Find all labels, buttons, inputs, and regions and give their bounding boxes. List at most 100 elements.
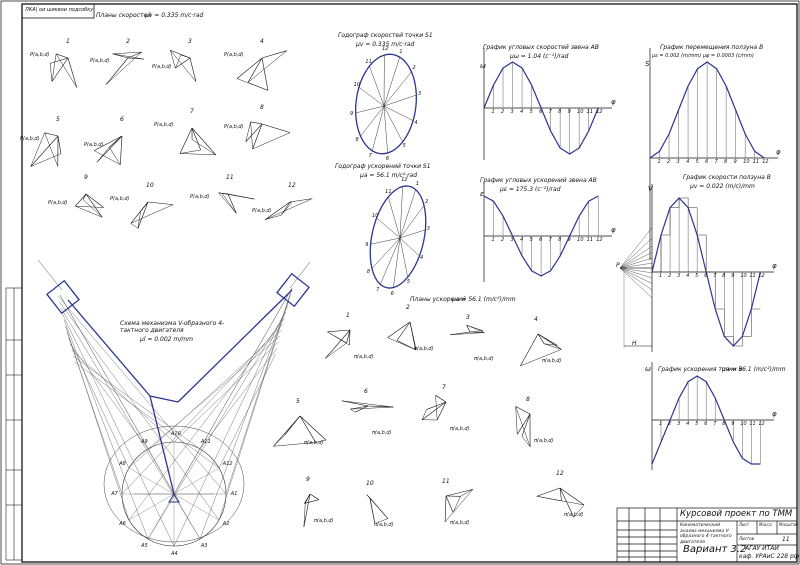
vel-plan-1-vector [56, 53, 69, 59]
crank-position [147, 448, 175, 495]
tb-mass: Масса [759, 522, 772, 527]
acc-plan-6-link [350, 408, 356, 413]
vel-plan-number: 6 [120, 116, 124, 123]
acc-plan-9-vector [303, 493, 311, 528]
g-acc-b-y-label: ω [645, 365, 651, 373]
vel-plan-1-link [49, 63, 53, 82]
acc-plan-5-link [273, 434, 285, 447]
hodo-a-scale: μa = 56.1 m/c²·rad [360, 172, 418, 179]
pole-ray [619, 238, 653, 269]
acc-plan-6-vector [355, 405, 369, 413]
crank-position [128, 493, 175, 521]
pole-ray [619, 267, 653, 279]
acc-plan-number: 5 [296, 398, 300, 405]
vel-plan-8-vector [245, 123, 263, 142]
crank-point-label: A6 [119, 520, 126, 527]
g-ang-vel-tick-label: 5 [529, 109, 533, 115]
acc-plan-1-vector [327, 329, 351, 333]
hodo-v-ray [358, 87, 385, 107]
pole-ray [619, 252, 653, 269]
left-strip [5, 287, 23, 561]
g-vel-b-tick-label: 10 [740, 273, 747, 279]
acc-plan-pole-label: π(a,b,d) [414, 346, 434, 352]
vel-plan-1-vector [67, 57, 78, 88]
hodo-a-ray [376, 217, 401, 239]
g-acc-b-tick-label: 4 [686, 421, 690, 427]
vel-plan-number: 1 [66, 38, 70, 45]
hodo-v-point-label: 5 [402, 143, 406, 150]
g-vel-b-tick-label: 5 [695, 273, 699, 279]
right-guide-top [289, 261, 311, 289]
vel-plan-11-vector [227, 193, 237, 214]
vel-plan-10-triangle [130, 204, 174, 229]
acc-plan-9-link [304, 499, 320, 504]
acc-plan-12-vector [559, 487, 562, 502]
g-acc-b-tick-label: 12 [758, 421, 765, 427]
hodo-a-ray [371, 237, 401, 269]
hodo-a-point-label: 10 [372, 212, 379, 219]
vel-plan-4-vector [261, 50, 287, 59]
vel-plan-6-vector [96, 135, 123, 163]
g-acc-b-tick-label: 9 [731, 421, 735, 427]
acc-plan-1-vector [349, 329, 351, 346]
hodo-v-ray [369, 65, 385, 107]
left-conrod [57, 295, 227, 495]
acc-plan-12-vector [536, 487, 561, 497]
acc-plan-1-link [325, 342, 347, 359]
hodo-a-ray [399, 229, 426, 239]
acc-plan-number: 7 [442, 384, 446, 391]
inner-frame [21, 3, 798, 563]
acc-plan-2-link [387, 337, 416, 350]
g-vel-b-tick-label: 6 [704, 273, 708, 279]
left-slider [46, 279, 80, 315]
hodo-a-point-label: 7 [376, 287, 380, 294]
hodo-a-ray [399, 186, 403, 239]
vel-plan-2-vector [112, 53, 129, 59]
hodo-v-point-label: 1 [399, 48, 403, 55]
vel-plan-10-vector [137, 201, 149, 229]
hodo-v-point-label: 10 [353, 82, 361, 89]
acc-plans-title: Планы ускорений [410, 296, 466, 303]
g-ang-acc-curve [483, 195, 599, 277]
g-ang-acc-scale: με = 175.3 (c⁻²)/rad [500, 186, 561, 193]
g-disp-y-label: S [645, 60, 650, 68]
hodo-a-point-label: 8 [366, 269, 370, 276]
acc-plan-number: 1 [346, 312, 350, 319]
crank-point-label: A5 [141, 542, 148, 549]
g-vel-b-tick-label: 3 [677, 273, 681, 279]
hodo-a-point-label: 3 [426, 225, 430, 232]
acc-plan-4-link [520, 349, 562, 367]
vel-plan-number: 7 [190, 108, 194, 115]
right-slider [276, 272, 310, 308]
g-disp-tick-label: 11 [752, 159, 760, 165]
acc-plan-9-vector [304, 493, 311, 504]
vel-plan-4-vector [247, 57, 263, 83]
g-ang-vel-tick-label: 1 [491, 109, 495, 115]
vel-plan-7-triangle [179, 139, 217, 156]
g-vel-b-tick-label: 12 [758, 273, 765, 279]
right-conrod [121, 323, 284, 495]
acc-plan-number: 3 [466, 314, 470, 321]
g-acc-b-scale: μa = 56.1 (m/c²)/mm [722, 366, 786, 373]
right-conrod [199, 347, 278, 450]
hodo-v-point-label: 4 [414, 119, 418, 126]
crank-point-label: A11 [200, 439, 211, 446]
vel-plan-8-vector [261, 123, 291, 133]
vel-plan-12-triangle [265, 198, 313, 220]
g-vel-b-x-label: φ [772, 262, 777, 270]
pole-label: P [616, 262, 620, 269]
vel-plan-pole-label: P(a,b,d) [252, 208, 272, 214]
crank-point-label: A1 [230, 491, 238, 497]
g-disp-title: График перемещения ползуна B [660, 44, 764, 51]
crank-point-label: A9 [141, 439, 148, 446]
g-disp-tick-label: 9 [733, 159, 737, 165]
vel-plan-8-vector [250, 121, 263, 125]
acc-plan-6-vector [367, 405, 394, 408]
hodo-a-point-label: 2 [425, 198, 429, 205]
tb-org: АГАУ ИТАИ [745, 545, 779, 552]
vel-plan-12-link [281, 202, 292, 216]
acc-plan-4-vector [520, 333, 539, 367]
acc-plan-12-vector [559, 487, 585, 506]
tb-lit: Лист [739, 522, 750, 527]
